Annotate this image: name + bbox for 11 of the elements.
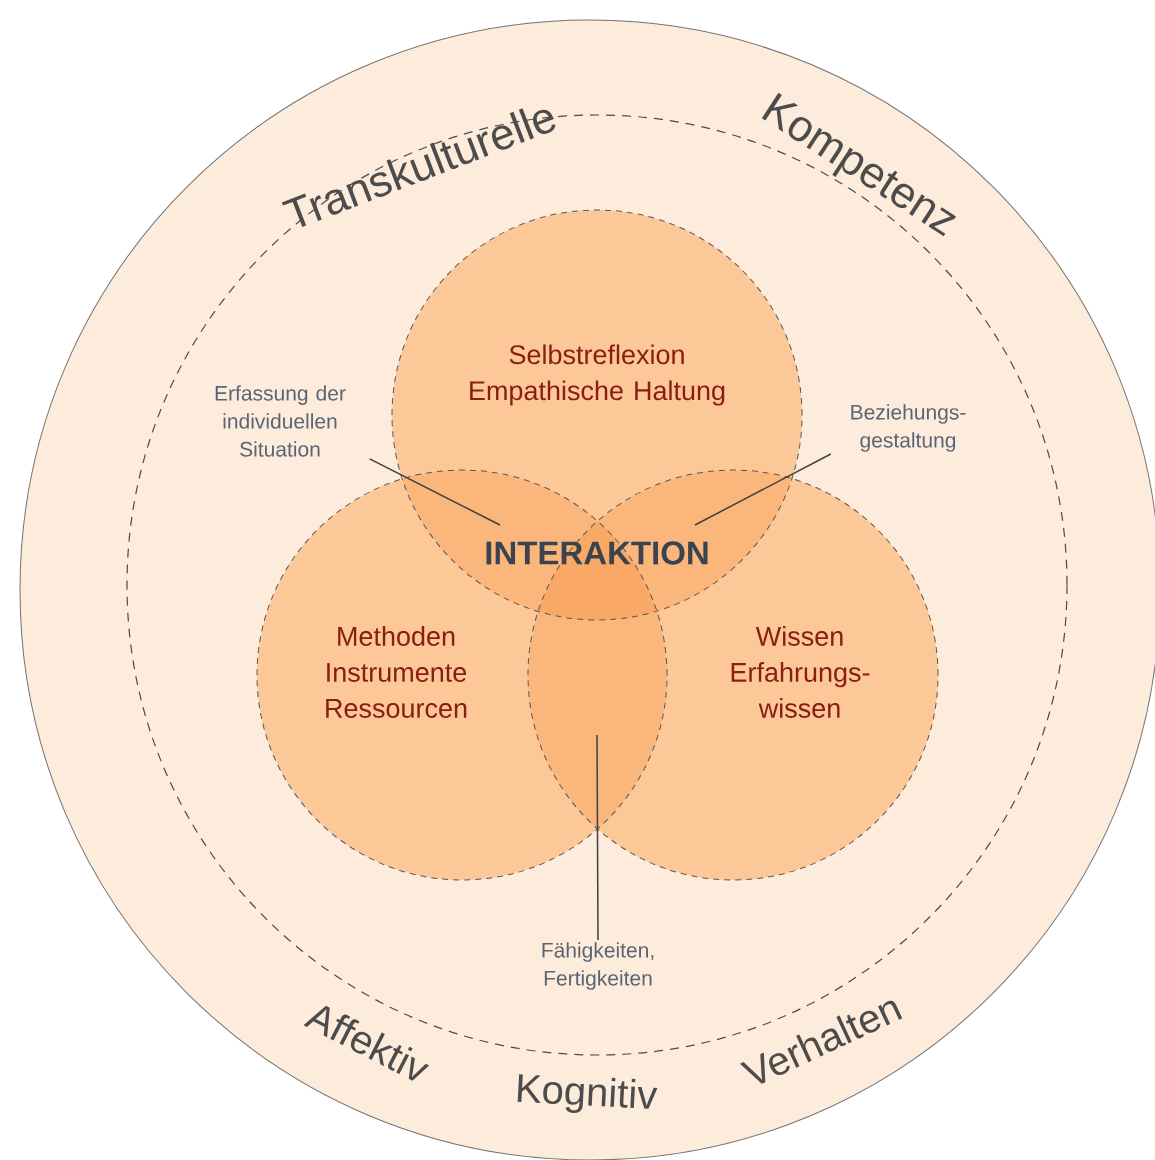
leader-line bbox=[368, 458, 501, 526]
circle-label: Selbstreflexion Empathische Haltung bbox=[470, 344, 725, 406]
circle-label: Methoden Instrumente Ressourcen bbox=[326, 626, 467, 718]
callout-text: Erfassung der individuellen Situation bbox=[215, 385, 346, 457]
leader-line bbox=[596, 734, 599, 941]
circle-label: Wissen Erfahrungs-wissen bbox=[731, 626, 870, 718]
callout-text: Fähigkeiten, Fertigkeiten bbox=[542, 942, 654, 990]
callout-text: Beziehungs-gestaltung bbox=[851, 404, 966, 452]
ring-word: Kognitiv bbox=[517, 1074, 658, 1114]
center-label: INTERAKTION bbox=[486, 541, 708, 565]
leader-line bbox=[694, 453, 832, 526]
